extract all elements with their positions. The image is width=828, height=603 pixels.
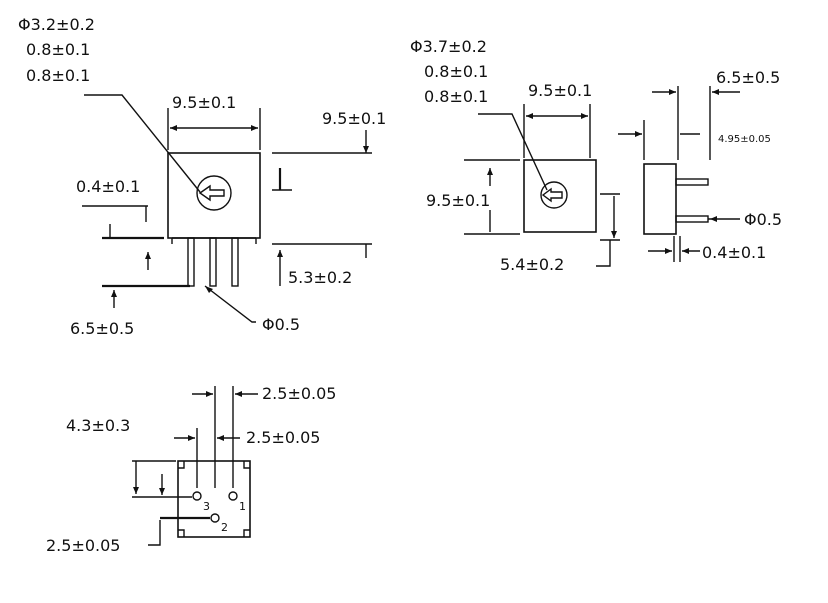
side-standoff: 0.4±0.1 bbox=[702, 243, 766, 262]
side-pin-spacing: 4.95±0.05 bbox=[718, 134, 771, 145]
front-pin-1 bbox=[187, 237, 195, 287]
front-standoff: 0.4±0.1 bbox=[76, 177, 140, 196]
pin-label-2: 2 bbox=[221, 521, 228, 534]
pin-label-1: 1 bbox=[239, 500, 246, 513]
bottom-view: 3 1 2 2.5±0.05 4.3±0.3 2.5±0.05 2.5±0.05 bbox=[46, 384, 336, 555]
front-width: 9.5±0.1 bbox=[172, 93, 236, 112]
side-height: 9.5±0.1 bbox=[426, 191, 490, 210]
side-shaft-dia: Φ3.7±0.2 bbox=[410, 37, 487, 56]
front-pin-pitch: 6.5±0.5 bbox=[70, 319, 134, 338]
side-slot-a: 0.8±0.1 bbox=[424, 62, 488, 81]
bottom-pitch-b: 2.5±0.05 bbox=[246, 428, 320, 447]
side-adjuster bbox=[540, 181, 568, 209]
pin-label-3: 3 bbox=[203, 500, 210, 513]
front-adjuster-arrow bbox=[198, 184, 225, 202]
side-width: 9.5±0.1 bbox=[528, 81, 592, 100]
pin-hole-1 bbox=[228, 491, 238, 501]
front-shaft-leader bbox=[84, 94, 201, 193]
front-view: Φ3.2±0.2 0.8±0.1 0.8±0.1 9.5±0.1 9.5±0.1… bbox=[18, 15, 386, 338]
front-slot-b: 0.8±0.1 bbox=[26, 66, 90, 85]
bottom-pitch-a: 2.5±0.05 bbox=[262, 384, 336, 403]
side-slot-b: 0.8±0.1 bbox=[424, 87, 488, 106]
front-pin-3 bbox=[231, 237, 239, 287]
front-pin-length: 5.3±0.2 bbox=[288, 268, 352, 287]
bottom-pitch-c: 2.5±0.05 bbox=[46, 536, 120, 555]
side-front-body bbox=[523, 159, 597, 233]
bottom-offset: 4.3±0.3 bbox=[66, 416, 130, 435]
side-pin-dia: Φ0.5 bbox=[744, 210, 782, 229]
front-height: 9.5±0.1 bbox=[322, 109, 386, 128]
side-pin-offset: 6.5±0.5 bbox=[716, 68, 780, 87]
side-view: Φ3.7±0.2 0.8±0.1 0.8±0.1 9.5±0.1 9.5±0.1… bbox=[410, 37, 782, 274]
side-depth: 5.4±0.2 bbox=[500, 255, 564, 274]
front-pin-dia: Φ0.5 bbox=[262, 315, 300, 334]
front-slot-a: 0.8±0.1 bbox=[26, 40, 90, 59]
bottom-body bbox=[177, 460, 251, 538]
front-adjuster bbox=[196, 175, 232, 211]
front-shaft-dia: Φ3.2±0.2 bbox=[18, 15, 95, 34]
pin-hole-2 bbox=[210, 513, 220, 523]
side-pin-upper bbox=[675, 178, 709, 186]
front-pin-2 bbox=[209, 237, 217, 287]
pin-hole-3 bbox=[192, 491, 202, 501]
side-pin-lower bbox=[675, 215, 709, 223]
side-profile-body bbox=[643, 163, 677, 235]
